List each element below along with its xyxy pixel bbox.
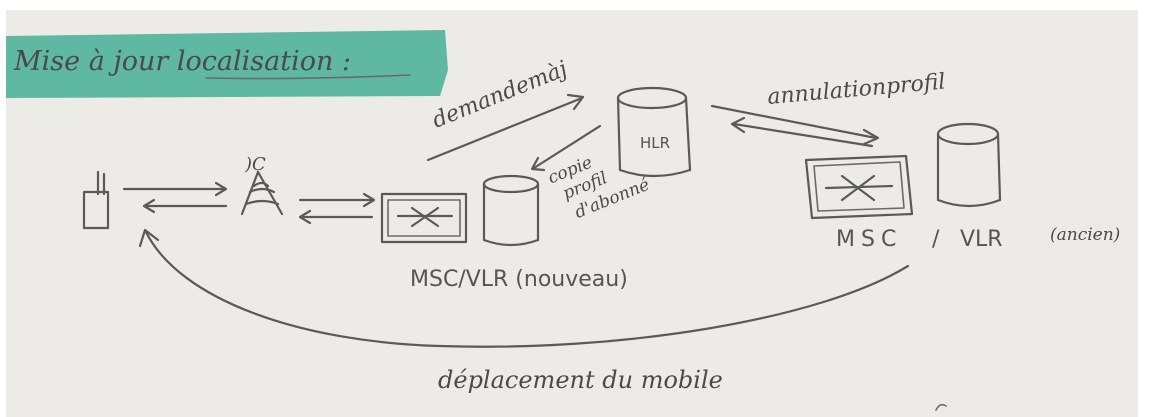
- database-cylinder-icon: [482, 174, 540, 247]
- old-vlr-to-hlr-arrow: [730, 116, 874, 148]
- copie-profil-arrow: [530, 124, 602, 172]
- mobile-phone-icon: [82, 170, 110, 230]
- top-edge: [0, 0, 1152, 10]
- slash-separator: /: [932, 227, 940, 252]
- demande-maj-arrow: [426, 93, 585, 162]
- ancien-label: (ancien): [1050, 225, 1120, 245]
- hlr-to-old-vlr-arrow: [710, 104, 880, 146]
- title-highlight: [6, 30, 448, 98]
- switch-box-icon: [804, 154, 914, 220]
- switch-box-icon: [380, 192, 468, 244]
- title-underline: [205, 74, 411, 80]
- bts-to-msc-arrow: [298, 192, 376, 208]
- deplacement-curve-arrow: [138, 228, 910, 348]
- msc-vlr-new-label: MSC/VLR (nouveau): [410, 267, 628, 292]
- right-edge: [1138, 0, 1152, 417]
- database-cylinder-icon: [616, 86, 692, 178]
- msc-to-bts-arrow: [298, 209, 374, 225]
- database-cylinder-icon: [936, 122, 1002, 208]
- deplacement-label: déplacement du mobile: [438, 366, 723, 394]
- left-edge: [0, 0, 6, 417]
- antenna-tower-icon: )C: [240, 154, 284, 216]
- hlr-label: HLR: [640, 134, 670, 152]
- stray-mark: [935, 403, 947, 411]
- title-text: Mise à jour localisation :: [13, 46, 351, 77]
- bts-signal-symbol: )C: [244, 154, 266, 175]
- msc-old-label: MSC: [836, 227, 902, 252]
- phone-to-bts-arrow: [122, 181, 228, 197]
- bts-to-phone-arrow: [142, 198, 228, 214]
- vlr-old-label: VLR: [960, 227, 1003, 252]
